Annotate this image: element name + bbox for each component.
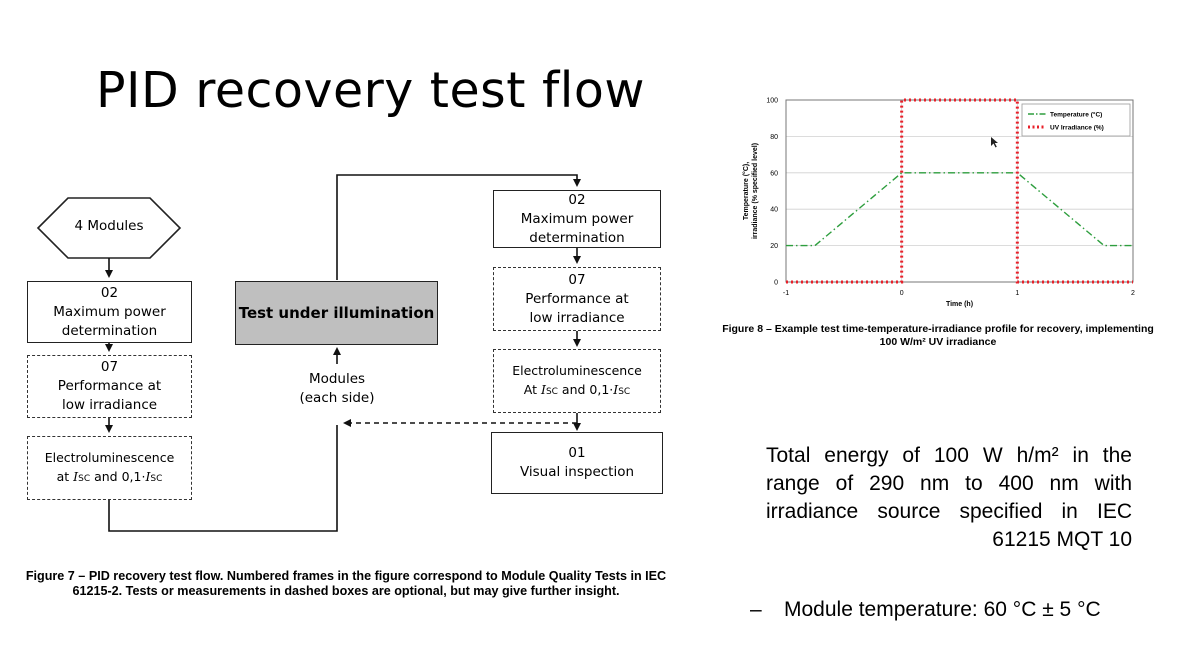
bullet-dash: – [750,598,762,621]
chart-legend: Temperature (°C) UV Irradiance (%) [1021,103,1131,137]
start-hexagon [36,197,182,259]
left-max-power-box: 02 Maximum power determination [27,281,192,343]
left-low-irradiance-box: 07 Performance at low irradiance [27,355,192,418]
flow-connectors [36,174,581,532]
y-axis-label-line2: irradiance (% specified level) [752,143,759,239]
x-tick-label: 1 [1015,290,1019,297]
mouse-cursor-icon [991,137,998,148]
modules-each-side-label: Modules (each side) [287,370,387,408]
right-visual-inspection-number: 01 [568,445,586,461]
uv-irradiance-series-line [786,98,1133,284]
left-max-power-line1: Maximum power [53,303,166,320]
right-max-power-line1: Maximum power [520,210,634,227]
right-max-power-box: 02 Maximum power determination [493,190,661,248]
left-el-line1: Electroluminescence [44,449,175,465]
right-max-power-line2: determination [529,229,625,246]
temperature-bullet-text: Module temperature: 60 °C ± 5 °C [784,598,1101,621]
right-low-irradiance-line2: low irradiance [529,309,625,326]
right-low-irradiance-number: 07 [568,271,586,288]
temperature-series-line [786,172,1133,247]
legend-label: UV Irradiance (%) [1050,125,1104,132]
left-electroluminescence-box: Electroluminescence at ISC and 0,1·ISC [27,436,192,500]
right-electroluminescence-box: Electroluminescence At ISC and 0,1·ISC [493,349,661,413]
y-tick-label: 80 [770,134,778,141]
right-low-irradiance-line1: Performance at [525,290,629,307]
x-tick-label: 2 [1131,290,1135,297]
right-low-irradiance-box: 07 Performance at low irradiance [493,267,661,331]
x-axis-label: Time (h) [946,301,973,308]
y-tick-label: 20 [770,243,778,250]
left-low-irradiance-line1: Performance at [57,378,162,394]
y-tick-label: 60 [770,170,778,177]
y-axis-label-line1: Temperature (°C), [742,162,750,220]
chart-ticks: 0 20 40 60 80 100 -1 0 1 2 [766,98,1135,298]
chart-series [786,98,1133,284]
right-visual-inspection-label: Visual inspection [519,464,635,480]
figure8-caption-line1: Figure 8 – Example test time-temperature… [722,323,1154,335]
y-tick-label: 100 [766,98,778,105]
figure8-caption-line2: 100 W/m² UV irradiance [879,336,997,348]
figure7-caption: Figure 7 – PID recovery test flow. Numbe… [25,569,667,598]
start-label: 4 Modules [74,218,144,234]
x-tick-label: 0 [900,290,904,297]
slide-title: PID recovery test flow [96,62,645,119]
x-tick-label: -1 [783,290,789,297]
test-under-illumination-box: Test under illumination [235,281,438,345]
right-max-power-number: 02 [568,191,586,208]
modules-label-line2: (each side) [299,390,375,406]
y-tick-label: 0 [774,280,778,287]
left-max-power-number: 02 [100,284,119,301]
left-max-power-line2: determination [61,322,158,339]
figure8-caption: Figure 8 – Example test time-temperature… [678,323,1198,349]
right-visual-inspection-box: 01 Visual inspection [491,432,663,494]
legend-box [1021,103,1131,137]
left-low-irradiance-number: 07 [100,359,119,375]
right-el-line2: At ISC and 0,1·ISC [523,381,631,397]
right-el-line1: Electroluminescence [512,362,642,378]
legend-label: Temperature (°C) [1050,111,1102,119]
left-el-line2: at ISC and 0,1·ISC [56,468,163,484]
energy-text: Total energy of 100 W h/m² in the range … [766,444,1132,551]
left-low-irradiance-line2: low irradiance [61,397,158,413]
modules-label-line1: Modules [308,371,366,387]
y-tick-label: 40 [770,207,778,214]
